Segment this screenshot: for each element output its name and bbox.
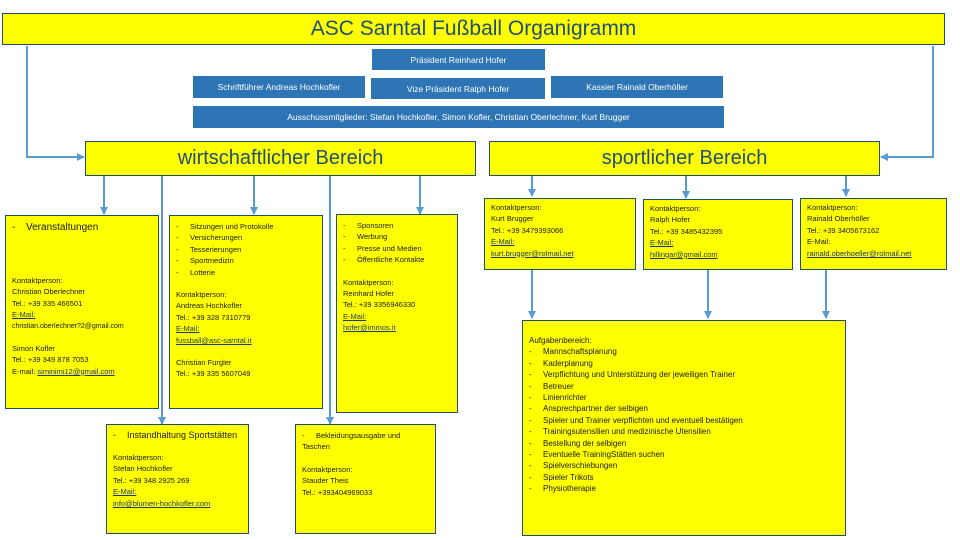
contact-phone: Tel.: +39 348 2925 269 bbox=[113, 475, 190, 485]
contact-label: Kontaktperson: bbox=[807, 203, 858, 212]
meetings-item: Sportmedizin bbox=[176, 255, 316, 266]
contact-phone: Tel.: +39 3479393066 bbox=[491, 225, 564, 235]
task-item: Linienrichter bbox=[529, 392, 839, 403]
task-item: Spieler Trikots bbox=[529, 472, 839, 483]
contact-label: Kontaktperson: bbox=[491, 203, 542, 212]
treasurer-box: Kassier Rainald Oberhöller bbox=[551, 76, 723, 98]
task-item: Physiotherapie bbox=[529, 483, 839, 494]
task-item: Mannschaftsplanung bbox=[529, 346, 839, 357]
email-link[interactable]: info@blumen-hochkofler.com bbox=[113, 498, 211, 508]
clothing-item: Bekleidungsausgabe und Taschen bbox=[302, 430, 429, 453]
task-item: Kaderplanung bbox=[529, 358, 839, 369]
events-item: Veranstaltungen bbox=[12, 221, 152, 235]
email-label: E-Mail: bbox=[113, 487, 137, 497]
contact-name: Andreas Hochkofler bbox=[176, 301, 242, 311]
economic-area-box: wirtschaftlicher Bereich bbox=[85, 141, 476, 176]
contact-name: Ralph Hofer bbox=[650, 215, 691, 225]
task-item: Ansprechpartner der selbigen bbox=[529, 403, 839, 414]
contact-name: Stefan Hochkofler bbox=[113, 464, 173, 474]
tasks-box: Aufgabenbereich: Mannschaftsplanung Kade… bbox=[522, 320, 846, 536]
contact-label: Kontaktperson: bbox=[176, 290, 227, 300]
events-box: Veranstaltungen Kontaktperson: Christian… bbox=[5, 215, 159, 409]
task-item: Trainingsutensilien und medizinische Ute… bbox=[529, 426, 839, 437]
tasks-heading: Aufgabenbereich: bbox=[529, 336, 592, 345]
email-link[interactable]: fussball@asc-sarntal.it bbox=[176, 335, 252, 345]
contact-phone: Tel.: +39 3485432395 bbox=[650, 226, 723, 236]
sponsors-item: Werbung bbox=[343, 231, 451, 242]
page-title: ASC Sarntal Fußball Organigramm bbox=[2, 13, 945, 45]
contact-label: Kontaktperson: bbox=[302, 464, 353, 474]
email-text: christian.oberlechner?2@gmail.com bbox=[12, 322, 124, 330]
contact-phone: Tel.: +39 335 466501 bbox=[12, 298, 83, 308]
email-label: E-Mail: bbox=[807, 237, 831, 247]
task-item: Spielverschiebungen bbox=[529, 460, 839, 471]
sponsors-item: Sponsoren bbox=[343, 220, 451, 231]
sports-contact-box: Kontaktperson: Kurt Brugger Tel.: +39 34… bbox=[484, 198, 636, 270]
email-link[interactable]: hofer@immos.it bbox=[343, 323, 396, 333]
contact-name: Reinhard Hofer bbox=[343, 289, 394, 299]
contact-name: Rainald Oberhöller bbox=[807, 214, 870, 224]
email-label: E-Mail: bbox=[343, 311, 367, 321]
clothing-box: Bekleidungsausgabe und Taschen Kontaktpe… bbox=[295, 424, 436, 534]
email-link[interactable]: hillingar@gmail.com bbox=[650, 249, 718, 259]
sponsors-box: Sponsoren Werbung Presse und Medien Öffe… bbox=[336, 214, 458, 413]
email-link[interactable]: siminimi12@gmail.com bbox=[37, 366, 115, 376]
meetings-item: Sitzungen und Protokolle bbox=[176, 221, 316, 232]
contact-phone: Tel.: +39 3356946330 bbox=[343, 300, 416, 310]
sports-contact-box: Kontaktperson: Rainald Oberhöller Tel.: … bbox=[800, 198, 947, 270]
sports-area-box: sportlicher Bereich bbox=[489, 141, 880, 176]
contact-label: Kontaktperson: bbox=[650, 204, 701, 213]
contact-name: Simon Kofler bbox=[12, 344, 55, 354]
contact-name: Christian Furgler bbox=[176, 358, 232, 368]
task-item: Spieler und Trainer verpflichten und eve… bbox=[529, 415, 839, 426]
task-item: Eventuelle TrainingStätten suchen bbox=[529, 449, 839, 460]
contact-phone: Tel.: +39 335 5607049 bbox=[176, 369, 251, 379]
facilities-box: Instandhaltung Sportstätten Kontaktperso… bbox=[106, 424, 249, 534]
committee-box: Ausschussmitglieder: Stefan Hochkofler, … bbox=[193, 106, 724, 128]
sponsors-item: Öffentliche Kontakte bbox=[343, 254, 451, 265]
sponsors-item: Presse und Medien bbox=[343, 243, 451, 254]
facilities-item: Instandhaltung Sportstätten bbox=[113, 430, 242, 441]
meetings-item: Tesserierungen bbox=[176, 244, 316, 255]
secretary-box: Schriftführer Andreas Hochkofler bbox=[193, 76, 365, 98]
president-box: Präsident Reinhard Hofer bbox=[372, 49, 545, 70]
contact-name: Christian Oberlechner bbox=[12, 287, 85, 297]
email-label: E-Mail: bbox=[12, 310, 36, 320]
contact-name: Stauder Theis bbox=[302, 476, 349, 486]
sports-contact-box: Kontaktperson: Ralph Hofer Tel.: +39 348… bbox=[643, 199, 793, 270]
task-item: Bestellung der selbigen bbox=[529, 438, 839, 449]
email-link[interactable]: rainald.oberhoeller@rolmail.net bbox=[807, 248, 912, 258]
contact-phone: Tel.: +39 349 878 7053 bbox=[12, 355, 89, 365]
meetings-item: Versicherungen bbox=[176, 232, 316, 243]
email-link[interactable]: kurt.brugger@rolmail.net bbox=[491, 248, 574, 258]
contact-phone: Tel.: +393404969033 bbox=[302, 487, 373, 497]
contact-label: Kontaktperson: bbox=[12, 276, 63, 285]
contact-phone: Tel.: +39 3405673162 bbox=[807, 225, 880, 235]
task-item: Verpflichtung und Unterstützung der jewe… bbox=[529, 369, 839, 380]
contact-phone: Tel.: +39 328 7310779 bbox=[176, 312, 251, 322]
contact-label: Kontaktperson: bbox=[343, 277, 394, 287]
email-label: E-Mail: bbox=[491, 237, 515, 247]
contact-label: Kontaktperson: bbox=[113, 453, 164, 462]
tasks-list: Mannschaftsplanung Kaderplanung Verpflic… bbox=[529, 346, 839, 494]
contact-name: Kurt Brugger bbox=[491, 214, 534, 224]
meetings-box: Sitzungen und Protokolle Versicherungen … bbox=[169, 215, 323, 409]
email-prefix: E-mail: bbox=[12, 366, 38, 376]
vice-president-box: Vize Präsident Ralph Hofer bbox=[371, 78, 545, 99]
meetings-item: Lotterie bbox=[176, 267, 316, 278]
email-label: E-Mail: bbox=[176, 324, 200, 334]
email-label: E-Mail: bbox=[650, 238, 674, 248]
task-item: Betreuer bbox=[529, 381, 839, 392]
